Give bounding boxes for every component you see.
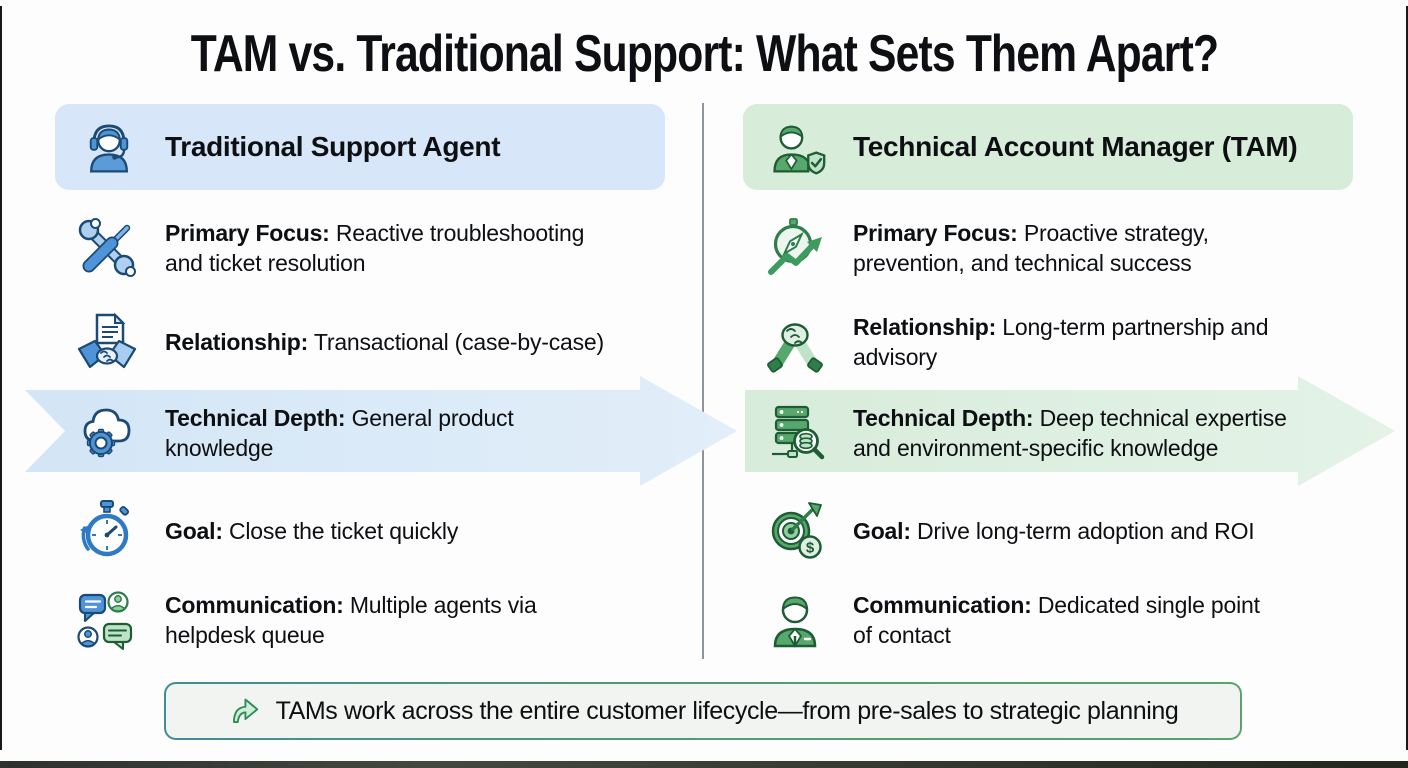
headset-agent-icon (79, 117, 139, 177)
tam-row-goal: $ Goal: Drive long-term adoption and ROI (763, 489, 1363, 573)
target-dollar-icon: $ (763, 499, 827, 563)
row-text: Close the ticket quickly (228, 518, 459, 544)
page-title: TAM vs. Traditional Support: What Sets T… (190, 25, 1218, 83)
traditional-highlight-arrow-band (25, 376, 737, 486)
businessman-icon (763, 588, 827, 652)
tam-highlight-arrow-band (745, 376, 1395, 486)
row-label: Communication: (853, 592, 1032, 618)
row-label: Technical Depth: (853, 405, 1034, 431)
tam-header-card: Technical Account Manager (TAM) (743, 104, 1353, 190)
bottom-edge-bar (0, 761, 1408, 768)
row-text: Proactive strategy, prevention, and tech… (853, 220, 1209, 276)
tam-row-communication: Communication: Dedicated single point of… (763, 578, 1363, 662)
column-divider (702, 103, 704, 659)
traditional-row-primary-focus: Primary Focus: Reactive troubleshooting … (75, 206, 681, 290)
person-shield-icon (767, 117, 827, 177)
handshake-document-icon (75, 310, 139, 374)
cloud-gear-icon (75, 401, 139, 465)
chat-bubbles-icon (75, 588, 139, 652)
row-text: Deep technical expertise and environment… (853, 405, 1287, 461)
stopwatch-icon (75, 499, 139, 563)
compass-growth-icon (763, 216, 827, 280)
row-label: Primary Focus: (853, 220, 1018, 246)
footnote-text: TAMs work across the entire customer lif… (275, 696, 1179, 725)
traditional-row-relationship: Relationship: Transactional (case-by-cas… (75, 300, 681, 384)
traditional-header-title: Traditional Support Agent (165, 131, 501, 162)
row-text: Dedicated single point of contact (853, 592, 1260, 648)
traditional-row-communication: Communication: Multiple agents via helpd… (75, 578, 681, 662)
row-text: General product knowledge (165, 405, 514, 461)
svg-text:$: $ (806, 540, 815, 557)
footnote-box: TAMs work across the entire customer lif… (164, 682, 1242, 740)
share-arrow-icon (228, 694, 262, 728)
left-edge-bar (0, 6, 2, 750)
row-text: Long-term partnership and advisory (853, 314, 1269, 370)
row-label: Relationship: (165, 329, 309, 355)
row-label: Communication: (165, 592, 344, 618)
row-label: Goal: (853, 518, 911, 544)
row-text: Multiple agents via helpdesk queue (165, 592, 537, 648)
row-label: Technical Depth: (165, 405, 346, 431)
row-label: Primary Focus: (165, 220, 330, 246)
tam-row-technical-depth: Technical Depth: Deep technical expertis… (763, 391, 1363, 475)
row-label: Goal: (165, 518, 223, 544)
row-text: Drive long-term adoption and ROI (916, 518, 1255, 544)
row-text: Reactive troubleshooting and ticket reso… (165, 220, 585, 276)
tam-header-title: Technical Account Manager (TAM) (853, 131, 1298, 162)
traditional-header-card: Traditional Support Agent (55, 104, 665, 190)
tam-row-primary-focus: Primary Focus: Proactive strategy, preve… (763, 206, 1363, 290)
server-magnifier-icon (763, 401, 827, 465)
right-edge-bar (1406, 6, 1408, 750)
row-text: Transactional (case-by-case) (313, 329, 604, 355)
traditional-row-goal: Goal: Close the ticket quickly (75, 489, 681, 573)
row-label: Relationship: (853, 314, 997, 340)
traditional-row-technical-depth: Technical Depth: General product knowled… (75, 391, 681, 475)
partnership-hands-icon (763, 310, 827, 374)
tam-row-relationship: Relationship: Long-term partnership and … (763, 300, 1363, 384)
tools-icon (75, 216, 139, 280)
